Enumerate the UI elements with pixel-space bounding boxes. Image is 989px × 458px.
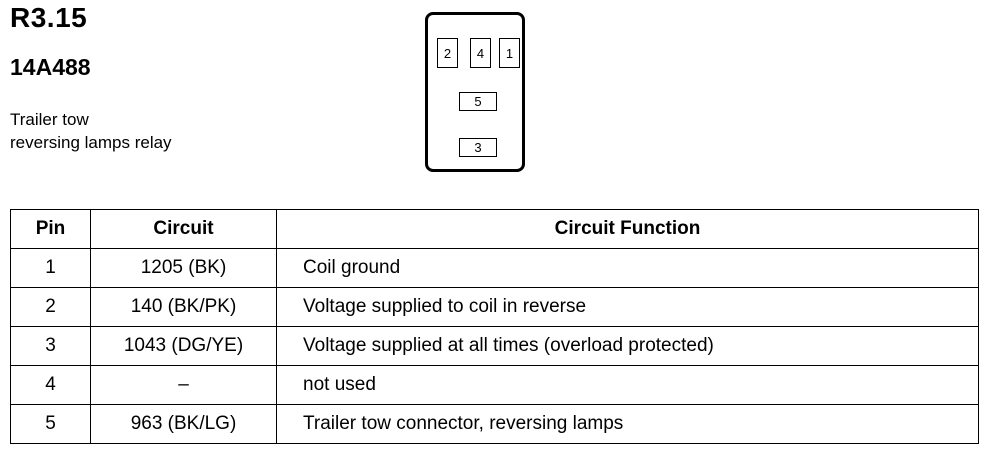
description-line-2: reversing lamps relay — [10, 133, 172, 152]
relay-pin-5: 5 — [459, 92, 497, 111]
cell-function: Trailer tow connector, reversing lamps — [276, 404, 979, 444]
cell-function: not used — [276, 365, 979, 405]
cell-pin: 1 — [10, 248, 91, 288]
relay-pin-1: 1 — [499, 38, 520, 68]
table-row: 1 1205 (BK) Coil ground — [10, 248, 979, 288]
cell-pin: 3 — [10, 326, 91, 366]
relay-reference-code: R3.15 — [10, 2, 88, 33]
cell-function: Voltage supplied at all times (overload … — [276, 326, 979, 366]
table-row: 5 963 (BK/LG) Trailer tow connector, rev… — [10, 404, 979, 444]
cell-circuit: 140 (BK/PK) — [90, 287, 277, 327]
relay-pin-3: 3 — [459, 138, 497, 157]
cell-circuit: 1205 (BK) — [90, 248, 277, 288]
pinout-table: Pin Circuit Circuit Function 1 1205 (BK)… — [10, 209, 979, 444]
cell-circuit: 1043 (DG/YE) — [90, 326, 277, 366]
cell-pin: 2 — [10, 287, 91, 327]
table-header-row: Pin Circuit Circuit Function — [10, 209, 979, 249]
cell-function: Voltage supplied to coil in reverse — [276, 287, 979, 327]
table-row: 4 – not used — [10, 365, 979, 405]
relay-description: Trailer tow reversing lamps relay — [10, 108, 172, 154]
relay-connector-diagram: 2 4 1 5 3 — [425, 12, 525, 172]
cell-pin: 5 — [10, 404, 91, 444]
relay-pin-2: 2 — [437, 38, 458, 68]
cell-function: Coil ground — [276, 248, 979, 288]
part-number: 14A488 — [10, 54, 91, 80]
column-header-pin: Pin — [10, 209, 91, 249]
cell-circuit: 963 (BK/LG) — [90, 404, 277, 444]
table-row: 3 1043 (DG/YE) Voltage supplied at all t… — [10, 326, 979, 366]
relay-pin-4: 4 — [470, 38, 491, 68]
cell-pin: 4 — [10, 365, 91, 405]
cell-circuit: – — [90, 365, 277, 405]
column-header-function: Circuit Function — [276, 209, 979, 249]
description-line-1: Trailer tow — [10, 110, 89, 129]
column-header-circuit: Circuit — [90, 209, 277, 249]
table-row: 2 140 (BK/PK) Voltage supplied to coil i… — [10, 287, 979, 327]
